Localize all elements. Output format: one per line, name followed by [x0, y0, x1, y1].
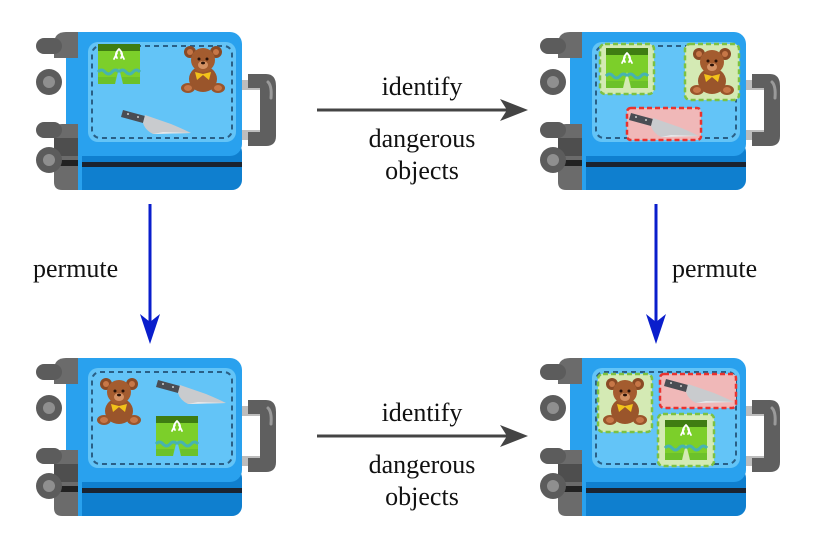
permute-arrow-right — [646, 204, 666, 344]
suitcase-bottom-left — [34, 356, 278, 518]
suitcase-bottom-right — [538, 356, 782, 518]
edge-label-identify-bottom: identify — [381, 398, 463, 427]
edge-label-permute-right: permute — [672, 254, 758, 283]
edge-label-identify-top: identify — [381, 72, 463, 101]
permute-arrow-left — [140, 204, 160, 344]
identify-arrow-top — [317, 99, 528, 121]
suitcase-top-right — [538, 30, 782, 192]
edge-label-objects-top: objects — [385, 156, 459, 185]
edge-label-dangerous-bottom: dangerous — [368, 450, 476, 479]
edge-label-dangerous-top: dangerous — [368, 124, 476, 153]
suitcase-top-left — [34, 30, 278, 192]
identify-arrow-bottom — [317, 425, 528, 447]
edge-label-objects-bottom: objects — [385, 482, 459, 511]
edge-label-permute-left: permute — [33, 254, 119, 283]
